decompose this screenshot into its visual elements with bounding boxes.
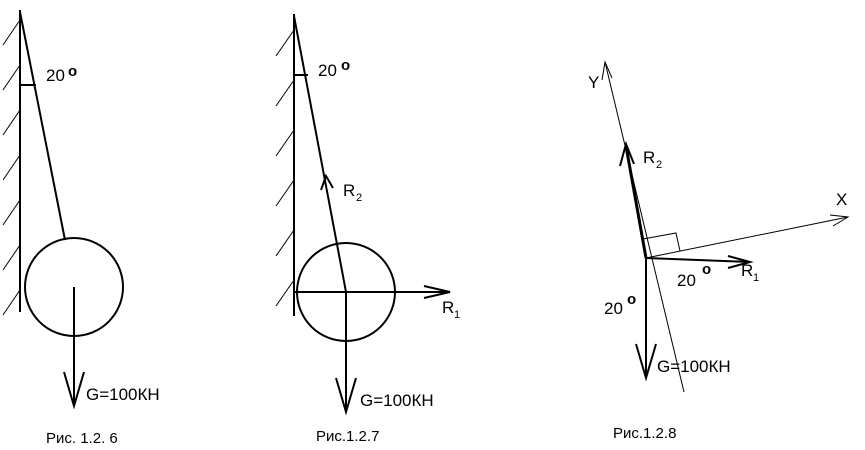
gravity-arrowhead [335,377,357,416]
r2-label: R [343,181,355,200]
y-axis-label: Y [588,73,599,92]
r1-arrow [645,257,751,263]
y-axis-line [604,61,685,393]
figure-1-2-6: 20 o G=100КН Рис. 1.2. 6 [2,10,160,447]
r2-label: R [643,148,655,167]
figure-caption: Рис.1.2.8 [613,425,676,442]
figure-1-2-8: Y X R 2 R 1 20 o 20 o G=100КН Рис.1.2.8 [588,60,850,442]
r1-arrowhead [423,285,451,299]
r1-label: R [442,298,454,317]
angle-label-left: 20 [604,299,623,318]
r2-subscript: 2 [356,192,362,204]
wall-hatching [275,29,295,307]
r1-label: R [741,261,753,280]
x-axis-arrowhead [829,214,850,227]
r1-subscript: 1 [753,272,759,284]
gravity-label: G=100КН [657,357,731,376]
angle-label: 20 [46,66,65,85]
degree-symbol-right: o [702,261,711,278]
gravity-label: G=100КН [86,385,160,404]
r2-arrow [624,145,648,259]
r2-arrowhead [619,140,635,167]
r2-arrowhead [320,173,334,191]
degree-symbol: o [68,63,77,80]
r2-subscript: 2 [656,159,662,171]
x-axis-line [645,216,849,259]
r1-subscript: 1 [454,309,460,321]
y-axis-arrowhead [601,60,613,81]
figure-1-2-7: 20 o R 2 R 1 G=100КН Рис.1.2.7 [275,14,460,445]
r1-arrowhead [727,255,754,269]
figure-caption: Рис. 1.2. 6 [46,430,118,447]
x-axis-label: X [836,190,847,209]
wall-hatching [2,19,21,316]
angle-label: 20 [318,61,337,80]
degree-symbol-left: o [627,291,636,308]
rope-line [19,11,66,241]
gravity-arrowhead [63,371,85,410]
rope-line [293,15,347,293]
gravity-arrowhead [635,343,657,382]
angle-label-right: 20 [677,271,696,290]
gravity-label: G=100КН [360,391,434,410]
figure-caption: Рис.1.2.7 [316,428,379,445]
right-angle-marker [642,232,681,252]
degree-symbol: o [341,57,350,74]
